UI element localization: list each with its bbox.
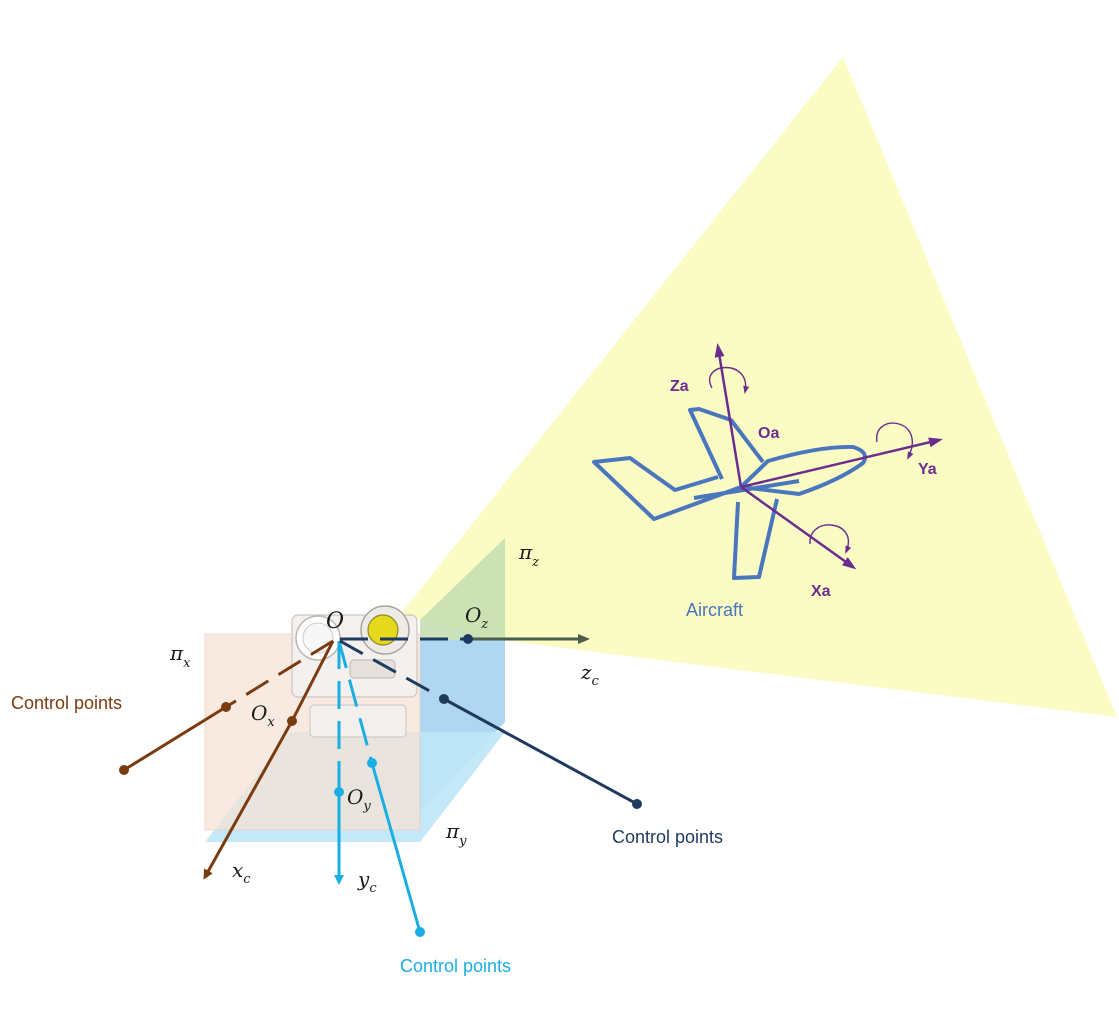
yc-label: yc (357, 867, 377, 896)
brown-dot-axis (287, 716, 297, 726)
navy-control-line (443, 697, 638, 806)
brown-control-line (123, 705, 227, 772)
xa-label: Xa (811, 583, 831, 600)
aircraft-x-axis (740, 485, 857, 570)
z-dot-oz (463, 634, 473, 644)
field-of-view (400, 57, 1117, 717)
pi-x-label: πx (169, 641, 191, 671)
xc-label: xc (232, 858, 251, 887)
za-label: Za (670, 378, 689, 395)
y-rotation-arc-icon (876, 422, 914, 460)
brown-dot-ox (221, 702, 231, 712)
aircraft-z-axis (714, 343, 743, 488)
plane-pi-z-upper (420, 538, 505, 640)
cyan-dot-mid (367, 758, 377, 768)
oa-label: Oa (758, 425, 779, 442)
cyan-control-line (370, 762, 422, 933)
oz-label: Oz (465, 603, 488, 632)
control-points-brown-label: Control points (11, 693, 122, 713)
ox-label: Ox (251, 701, 275, 730)
z-rotation-arc-icon (709, 366, 750, 394)
oy-label: Oy (347, 785, 371, 814)
navy-control-line-dashed (339, 639, 445, 701)
navy-dot-mid (439, 694, 449, 704)
x-axis-solid-near (290, 640, 335, 722)
brown-control-point (119, 765, 129, 775)
aircraft-label: Aircraft (686, 600, 743, 620)
control-points-cyan-label: Control points (400, 956, 511, 976)
pi-z-label: πz (518, 540, 539, 570)
cyan-dot-oy (334, 787, 344, 797)
ya-label: Ya (918, 461, 937, 478)
aircraft-y-axis (740, 437, 943, 489)
x-rotation-arc-icon (809, 524, 852, 554)
cyan-control-line-dashed (337, 640, 374, 764)
pi-y-label: πy (445, 819, 467, 849)
control-points-navy-label: Control points (612, 827, 723, 847)
camera-device (291, 605, 418, 738)
origin-label: O (326, 609, 344, 634)
navy-control-point (632, 799, 642, 809)
x-axis-solid (203, 720, 294, 880)
brown-control-line-dashed (225, 639, 334, 709)
cyan-control-point (415, 927, 425, 937)
zc-label: zc (580, 660, 600, 689)
